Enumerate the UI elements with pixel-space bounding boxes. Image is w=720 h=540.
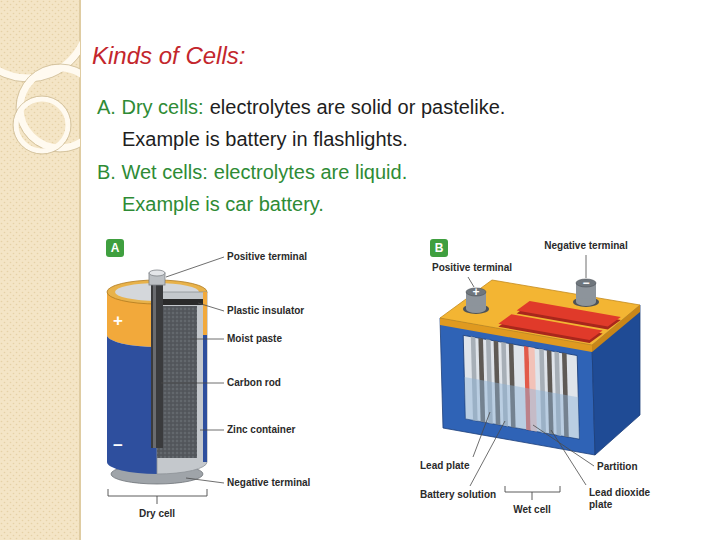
bracket	[505, 486, 560, 500]
leader-line	[198, 303, 224, 311]
part-label: Partition	[597, 461, 638, 473]
leader-line	[200, 430, 224, 431]
wet-cell-illustration	[517, 301, 621, 327]
body-text: Example is battery in flashlights.	[122, 127, 408, 151]
bracket	[505, 486, 560, 500]
list-heading: B. Wet cells:	[97, 160, 208, 184]
leader-line	[186, 478, 224, 483]
dry-cell-illustration	[149, 270, 165, 276]
side-strip	[16, 99, 68, 151]
part-label: Negative terminal	[544, 240, 627, 252]
polarity-sign: +	[472, 286, 479, 298]
leader-line	[468, 255, 594, 486]
leader-line	[161, 383, 224, 384]
figure-badge: B	[430, 239, 448, 257]
part-label: Carbon rod	[227, 377, 281, 389]
dry-cell-illustration	[151, 283, 163, 448]
wet-cell-illustration	[464, 377, 579, 439]
leader-line	[473, 412, 490, 457]
part-label: Lead plate	[420, 460, 469, 472]
bracket	[108, 489, 207, 504]
leader-line	[586, 255, 587, 278]
polarity-sign: −	[113, 437, 123, 454]
bracket	[108, 489, 207, 504]
dry-cell-illustration	[203, 292, 207, 335]
part-label: Positive terminal	[432, 262, 512, 274]
side-strip	[20, 68, 80, 148]
polarity-sign: +	[113, 312, 123, 329]
part-label: Lead dioxide plate	[589, 487, 655, 511]
side-strip	[79, 0, 81, 540]
part-label: Positive terminal	[227, 251, 307, 263]
figure-badge: A	[106, 239, 124, 257]
side-strip	[16, 64, 80, 152]
figure-caption: Dry cell	[139, 508, 175, 520]
badge-letter: A	[111, 241, 120, 255]
list-heading: A. Dry cells:	[97, 95, 204, 119]
wet-cell-illustration	[466, 305, 486, 313]
wet-cell-illustration	[440, 279, 640, 455]
dry-cell-illustration	[203, 335, 207, 462]
part-label: Battery solution	[420, 489, 496, 501]
body-text: Example is car battery.	[122, 192, 324, 216]
leader-line	[470, 421, 505, 486]
part-label: Zinc container	[227, 424, 295, 436]
body-text: electrolytes are solid or pastelike.	[210, 95, 506, 119]
side-strip	[13, 96, 71, 154]
wet-cell-illustration	[576, 298, 596, 306]
figure-caption: Wet cell	[513, 504, 551, 516]
leader-line	[190, 339, 224, 340]
dry-cell-illustration	[153, 283, 156, 448]
part-label: Moist paste	[227, 333, 282, 345]
side-strip	[0, 0, 104, 540]
leader-line	[161, 257, 224, 483]
badge-letter: B	[435, 241, 444, 255]
polarity-sign: −	[582, 277, 589, 289]
wet-cell-illustration	[440, 280, 640, 345]
side-strip	[0, 0, 80, 154]
dry-cell-illustration	[107, 270, 207, 484]
leader-line	[166, 257, 224, 277]
dry-cell-illustration	[157, 299, 203, 305]
dry-cell-illustration	[107, 335, 157, 474]
part-label: Plastic insulator	[227, 305, 304, 317]
part-label: Negative terminal	[227, 477, 310, 489]
wet-cell-illustration	[463, 335, 579, 439]
slide-title: Kinds of Cells:	[92, 42, 245, 71]
leader-line	[551, 430, 586, 485]
body-text: electrolytes are liquid.	[214, 160, 407, 184]
leader-line	[533, 425, 594, 466]
